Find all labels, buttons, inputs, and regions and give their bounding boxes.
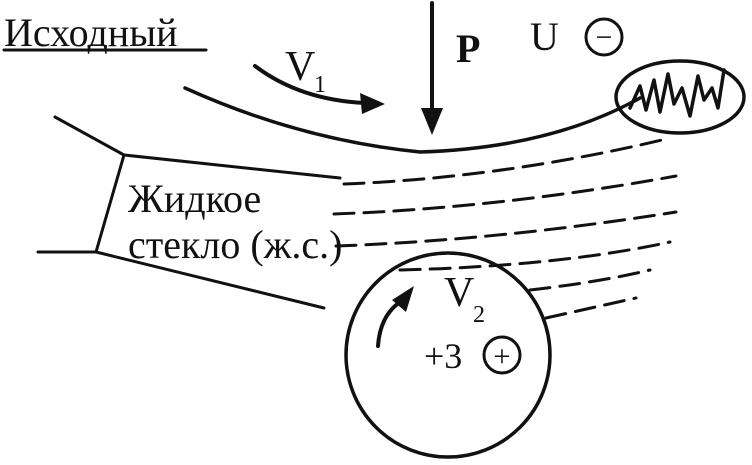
- velocity1-arrowhead: [360, 93, 385, 114]
- velocity2-subscript: 2: [473, 302, 485, 328]
- liquid-glass-line1: Жидкое: [128, 176, 261, 221]
- velocity2-arrow: [376, 300, 402, 348]
- voltage-label: U: [530, 14, 559, 59]
- upper-curved-strip: [183, 86, 642, 154]
- velocity1-arrow: [253, 64, 367, 105]
- velocity2-label: V: [444, 270, 474, 316]
- flow-line-3: [334, 210, 678, 248]
- zigzag-icon: [628, 68, 726, 118]
- minus-circle: [584, 17, 624, 57]
- velocity1-label: V: [285, 44, 315, 90]
- flow-line-4: [398, 240, 672, 272]
- plus-circle: [482, 335, 522, 375]
- roll-circle: [344, 251, 552, 459]
- glass-boundary-top: [53, 115, 126, 157]
- liquid-glass-line2: стекло (ж.с.): [128, 222, 342, 267]
- velocity1-subscript: 1: [314, 72, 326, 98]
- glass-boundary-left: [94, 153, 126, 254]
- plus-sign: +: [494, 340, 511, 373]
- flow-line-2: [332, 174, 678, 216]
- source-ellipse: [614, 59, 746, 135]
- pressure-label: P: [456, 26, 480, 71]
- pressure-arrowhead: [421, 108, 443, 135]
- glass-boundary-bottom-right: [94, 250, 326, 310]
- flow-line-5: [528, 268, 652, 292]
- glass-boundary-top-right: [122, 153, 342, 180]
- charge-label: +3: [424, 336, 462, 376]
- initial-label: Исходный: [4, 10, 177, 55]
- velocity2-arrowhead: [392, 286, 414, 312]
- minus-sign: −: [596, 21, 613, 54]
- flow-line-1: [342, 138, 664, 186]
- flow-line-6: [544, 296, 638, 320]
